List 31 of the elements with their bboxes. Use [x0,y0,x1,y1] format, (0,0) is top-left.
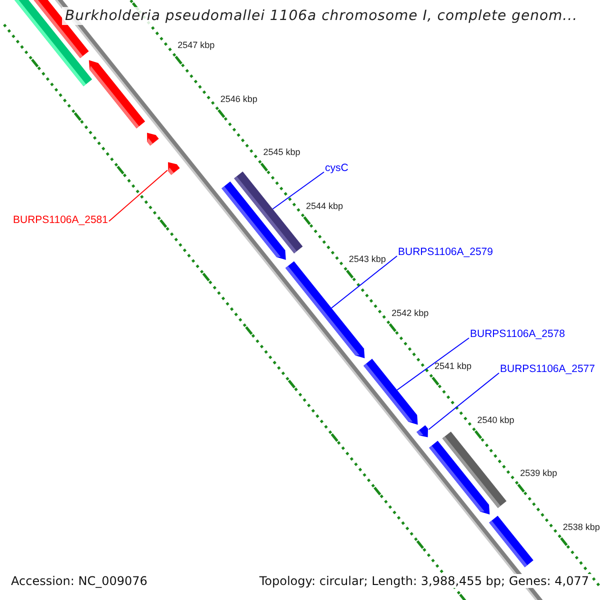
scale-label: 2539 kbp [520,468,558,478]
gene-feature [364,358,418,425]
scale-label: 2545 kbp [263,147,300,158]
footer-note: Topology: circular; Length: 3,988,455 bp; Genes: 4,077 [257,574,591,588]
leader-line [428,372,500,430]
footer-note: Accession: NC_009076 [9,574,150,588]
gene-feature [88,60,146,128]
gene-label: BURPS1106A_2581 [13,214,108,226]
gene-feature [416,425,428,438]
scale-label: 2547 kbp [178,40,215,50]
gene-feature [147,132,159,146]
gene-feature [168,162,180,175]
gene-label: BURPS1106A_2578 [470,328,565,340]
scale-label: 2544 kbp [306,200,344,211]
gene-label: BURPS1106A_2579 [398,246,493,258]
leader-line [331,256,398,308]
leader-line [396,338,470,390]
scale-label: 2540 kbp [477,414,514,425]
gene-feature [429,440,490,514]
leader-line [272,172,324,210]
scale-label: 2542 kbp [392,308,429,318]
scale-label: 2538 kbp [562,522,600,532]
scale-label: 2543 kbp [348,254,386,264]
scale-label: 2541 kbp [434,361,472,372]
gene-bar [489,516,534,568]
gene-label: BURPS1106A_2577 [500,363,595,375]
scale-label: 2546 kbp [220,94,258,104]
leader-line [108,170,168,222]
gene-feature [285,261,365,358]
gene-bar [234,172,303,254]
gene-label: cysC [325,162,348,174]
